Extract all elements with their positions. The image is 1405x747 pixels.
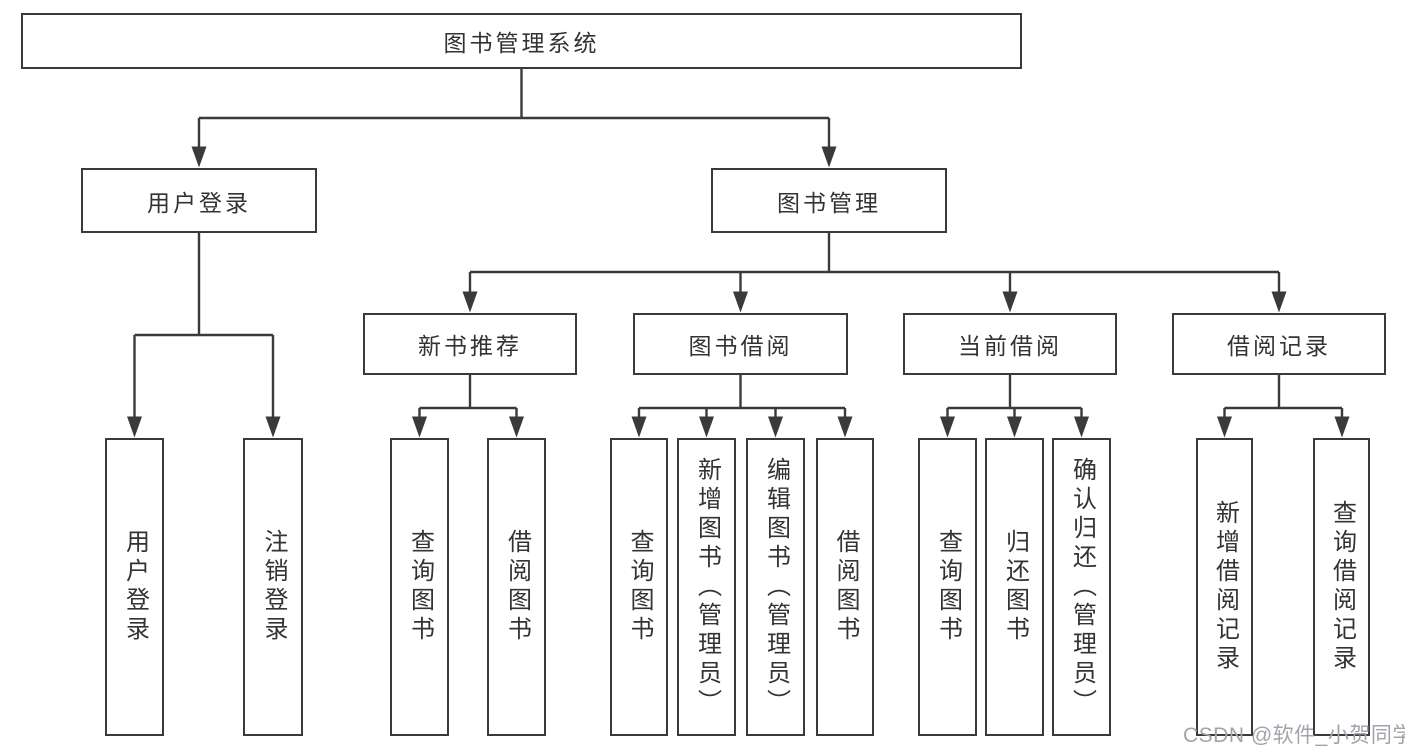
leaf-label: 用户登录 [121,529,149,645]
leaf-current-return-book: 归还图书 [985,438,1044,736]
node-book-mgmt-branch: 图书管理 [711,168,947,233]
arrow-icon [768,416,783,438]
leaf-label: 确认归还（管理员） [1068,456,1096,718]
node-user-login-branch: 用户登录 [81,168,317,233]
arrow-icon [699,416,714,438]
csdn-watermark: CSDN @软件_小贺同学 [1183,724,1405,747]
arrow-icon [265,416,281,438]
leaf-add-borrow-record: 新增借阅记录 [1196,438,1253,736]
leaf-label: 借阅图书 [832,529,859,645]
leaf-logout: 注销登录 [243,438,303,736]
leaf-recommend-query-book: 查询图书 [390,438,449,736]
leaf-label: 新增借阅记录 [1211,500,1239,674]
leaf-label: 借阅图书 [503,529,531,645]
arrow-icon [191,146,207,168]
arrow-icon [821,146,837,168]
node-label: 借阅记录 [1227,333,1331,359]
leaf-current-confirm-return-admin: 确认归还（管理员） [1052,438,1111,736]
arrow-icon [1271,291,1287,313]
leaf-user-login: 用户登录 [105,438,164,736]
arrow-icon [1074,416,1089,438]
connector-user-to-leaves [133,233,275,418]
leaf-current-query-book: 查询图书 [918,438,977,736]
leaf-query-borrow-record: 查询借阅记录 [1313,438,1370,736]
leaf-borrow-query-book: 查询图书 [610,438,668,736]
arrow-icon [1002,291,1018,313]
node-new-book-recommend: 新书推荐 [363,313,577,375]
connector-recommend-to-leaves [418,375,518,418]
connector-current-to-leaves [946,375,1083,418]
leaf-borrow-add-book-admin: 新增图书（管理员） [677,438,736,736]
node-label: 图书管理系统 [443,30,600,56]
leaf-label: 归还图书 [1001,529,1029,645]
node-label: 当前借阅 [958,333,1062,359]
leaf-label: 查询图书 [626,529,653,645]
arrow-icon [631,416,647,438]
leaf-borrow-borrow-book: 借阅图书 [816,438,874,736]
node-label: 新书推荐 [418,333,522,359]
connector-records-to-leaves [1223,375,1344,418]
leaf-label: 编辑图书（管理员） [762,456,790,718]
arrow-icon [509,416,524,438]
leaf-label: 查询借阅记录 [1328,500,1356,674]
arrow-icon [1007,416,1022,438]
leaf-borrow-edit-book-admin: 编辑图书（管理员） [746,438,805,736]
node-label: 用户登录 [147,189,251,216]
node-borrow-records: 借阅记录 [1172,313,1386,375]
node-book-borrow: 图书借阅 [633,313,848,375]
node-root-system: 图书管理系统 [21,13,1022,69]
leaf-label: 新增图书（管理员） [693,456,721,718]
arrow-icon [733,291,748,313]
leaf-label: 查询图书 [406,529,434,645]
node-label: 图书管理 [777,189,881,216]
arrow-icon [1334,416,1350,438]
connector-root-to-level2 [197,69,831,148]
arrow-icon [1217,416,1232,438]
node-current-borrow: 当前借阅 [903,313,1117,375]
arrow-icon [837,416,853,438]
arrow-icon [127,416,142,438]
leaf-label: 注销登录 [260,529,287,645]
arrow-icon [462,291,478,313]
connector-bookmgmt-to-level3 [468,233,1281,293]
connector-borrow-to-leaves [637,375,847,418]
arrow-icon [940,416,955,438]
leaf-label: 查询图书 [934,529,962,645]
node-label: 图书借阅 [688,333,793,359]
arrow-icon [412,416,427,438]
leaf-recommend-borrow-book: 借阅图书 [487,438,546,736]
